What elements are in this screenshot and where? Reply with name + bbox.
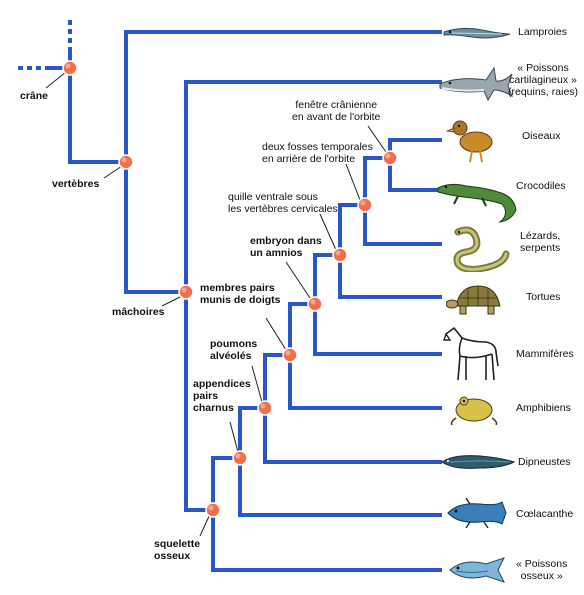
label-poumons: poumons alvéolés <box>210 338 258 362</box>
pointer-machoires <box>161 295 183 307</box>
node-vertebres <box>118 154 134 170</box>
crocodile-icon <box>437 183 517 223</box>
node-fenetre <box>382 150 398 166</box>
node-fosses <box>357 197 373 213</box>
branch-membres <box>288 302 442 410</box>
pointer-fosses <box>345 163 361 201</box>
taxon-amphibiens: Amphibiens <box>516 402 571 414</box>
pointer-embryon <box>285 261 311 299</box>
branch-poumons <box>263 353 442 464</box>
taxon-tortues: Tortues <box>526 291 561 303</box>
label-vertebres: vertèbres <box>52 178 100 190</box>
label-membres: membres pairs munis de doigts <box>200 282 281 306</box>
lungfish-icon <box>441 455 516 469</box>
pointer-squelette <box>199 513 211 537</box>
taxon-crocodiles: Crocodiles <box>516 180 566 192</box>
bony-fish-icon <box>449 557 505 583</box>
lamprey-icon <box>443 27 511 39</box>
taxon-poissons-osseux: « Poissons osseux » <box>516 558 568 582</box>
branch-machoires <box>184 80 215 512</box>
pointer-poumons <box>251 365 263 403</box>
node-poumons <box>257 400 273 416</box>
node-crane <box>62 60 78 76</box>
pointer-quille <box>319 213 337 251</box>
branch-embryon <box>313 253 442 356</box>
label-squelette: squelette osseux <box>154 538 201 562</box>
branch-vertebres <box>124 30 188 294</box>
label-fenetre: fenêtre crânienne en avant de l'orbite <box>292 99 381 123</box>
duck-icon <box>446 120 493 163</box>
snake-icon <box>453 226 510 272</box>
node-squelette <box>205 502 221 518</box>
branch-appendices <box>238 406 442 517</box>
node-embryon <box>307 296 323 312</box>
branch-quille <box>338 203 442 299</box>
taxon-poissons-cartilagineux: « Poissons cartilagineux » (requins, rai… <box>508 62 579 98</box>
taxon-mammiferes: Mammifères <box>516 348 574 360</box>
taxon-lezards-serpents: Lézards, serpents <box>520 230 561 254</box>
branch-fosses <box>363 156 442 246</box>
pointer-crane <box>45 71 67 89</box>
taxon-oiseaux: Oiseaux <box>522 130 561 142</box>
pointer-vertebres <box>103 165 123 179</box>
node-quille <box>332 247 348 263</box>
label-appendices: appendices pairs charnus <box>193 378 251 414</box>
label-quille: quille ventrale sous les vertèbres cervi… <box>228 191 338 215</box>
coelacanth-icon <box>447 498 507 528</box>
label-crane: crâne <box>20 90 49 102</box>
frog-icon <box>450 396 498 426</box>
node-membres <box>282 347 298 363</box>
pointer-fenetre <box>367 125 387 153</box>
taxon-coelacanthe: Cœlacanthe <box>516 508 574 520</box>
branch-squelette <box>211 456 442 572</box>
branch-crane <box>68 66 128 164</box>
label-machoires: mâchoires <box>112 306 165 318</box>
node-machoires <box>178 284 194 300</box>
horse-icon <box>443 327 499 381</box>
label-embryon: embryon dans un amnios <box>250 235 322 259</box>
taxon-lamproies: Lamproies <box>518 26 568 38</box>
taxon-dipneustes: Dipneustes <box>518 456 571 468</box>
branch-fenetre <box>388 138 442 192</box>
node-appendices <box>232 450 248 466</box>
tortoise-icon <box>446 285 501 315</box>
label-fosses: deux fosses temporales en arrière de l'o… <box>262 141 373 165</box>
shark-icon <box>439 66 514 102</box>
pointer-appendices <box>229 421 239 453</box>
pointer-membres <box>265 317 287 351</box>
